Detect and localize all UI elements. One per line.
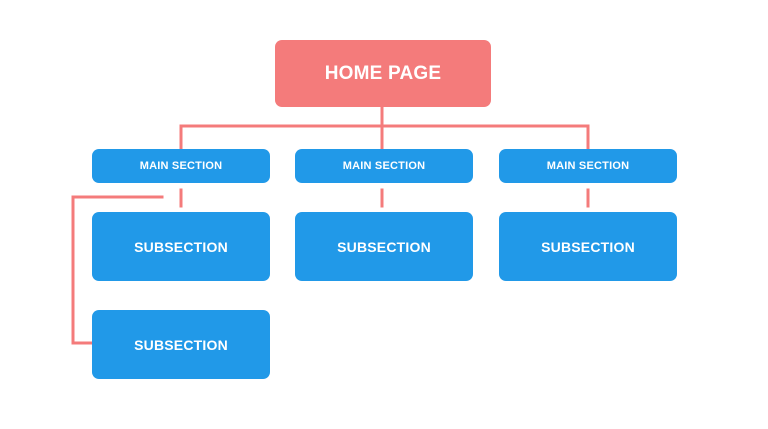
main-section-node: MAIN SECTION [499,149,677,183]
main-section-label: MAIN SECTION [139,160,223,172]
main-section-label: MAIN SECTION [546,160,630,172]
subsection-label: SUBSECTION [134,238,228,255]
main-section-label: MAIN SECTION [342,160,426,172]
subsection-label: SUBSECTION [541,238,635,255]
subsection-label: SUBSECTION [134,336,228,353]
home-page-node: HOME PAGE [275,40,491,107]
subsection-node: SUBSECTION [92,212,270,281]
subsection-node: SUBSECTION [295,212,473,281]
home-page-label: HOME PAGE [324,62,442,84]
main-section-node: MAIN SECTION [92,149,270,183]
main-section-node: MAIN SECTION [295,149,473,183]
subsection-node: SUBSECTION [92,310,270,379]
subsection-label: SUBSECTION [337,238,431,255]
connector-sub-4 [71,195,164,345]
subsection-node: SUBSECTION [499,212,677,281]
